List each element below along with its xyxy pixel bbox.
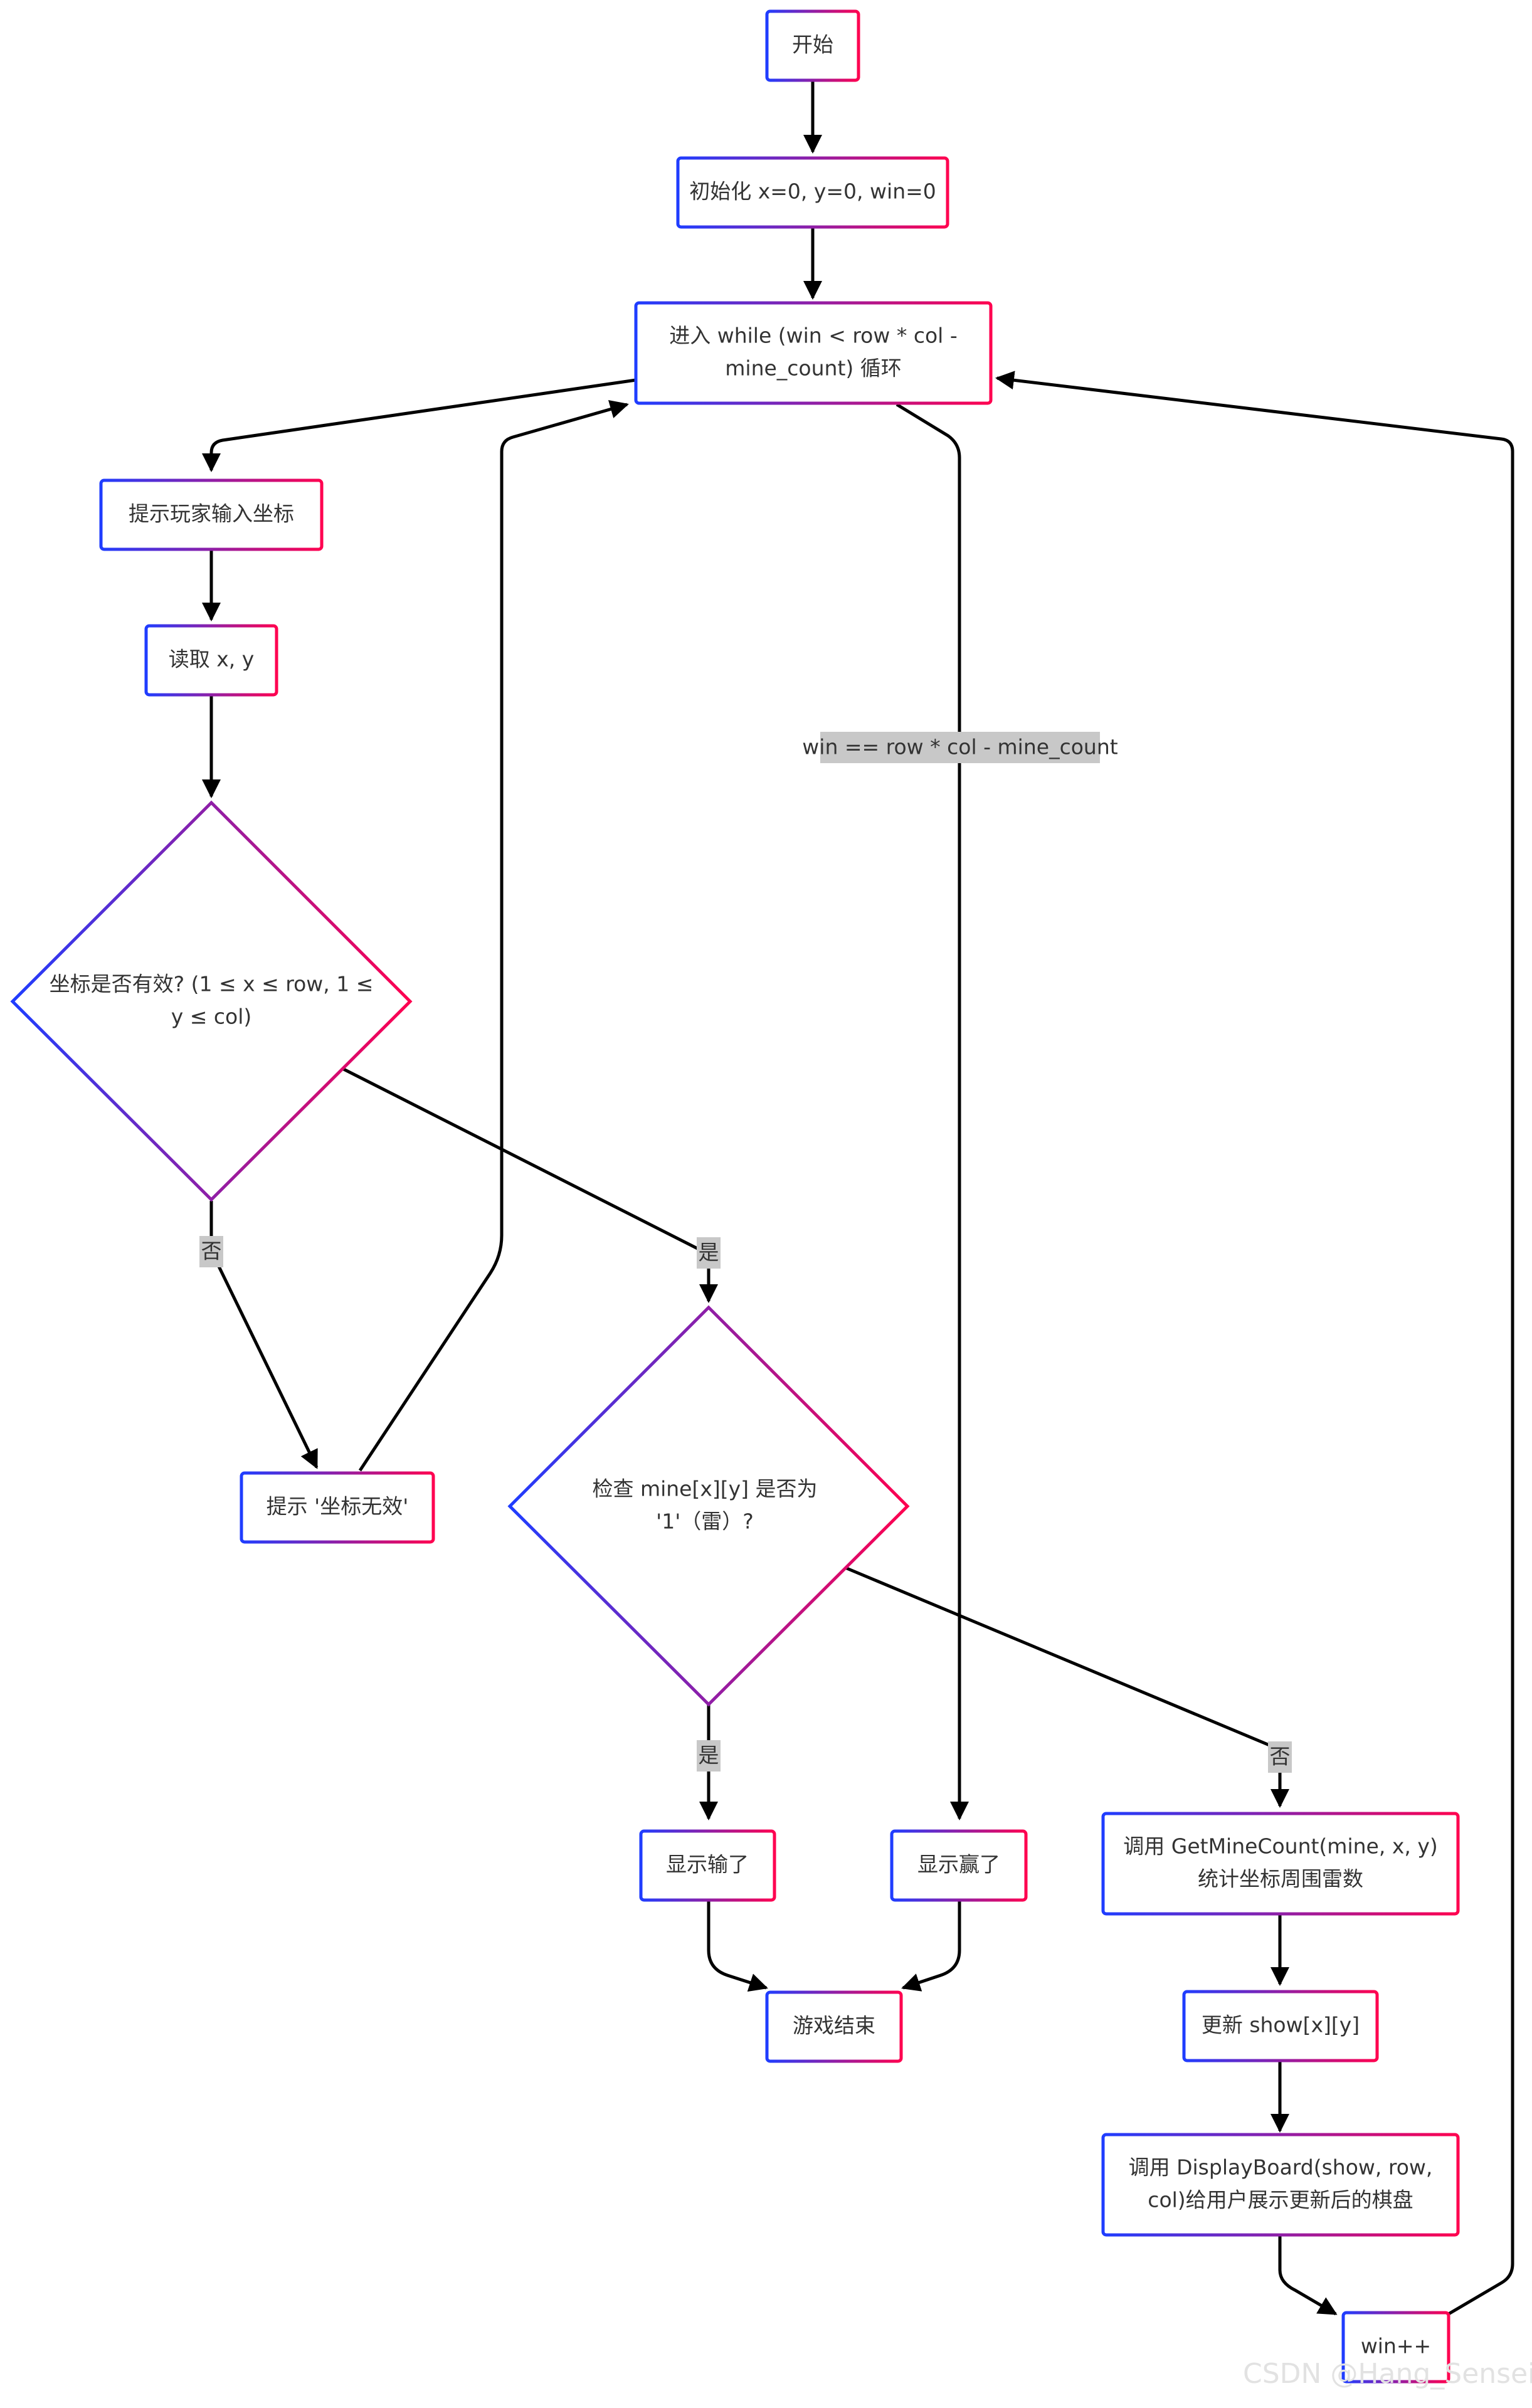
svg-text:坐标是否有效? (1 ≤ x ≤ row, 1 ≤: 坐标是否有效? (1 ≤ x ≤ row, 1 ≤ bbox=[50, 972, 374, 996]
edge-loop-to-prompt bbox=[202, 378, 637, 472]
node-prompt-input: 提示玩家输入坐标 bbox=[99, 478, 324, 551]
edge-valid-no-to-invalid bbox=[209, 1201, 319, 1469]
svg-text:调用 GetMineCount(mine, x, y): 调用 GetMineCount(mine, x, y) bbox=[1123, 1834, 1437, 1859]
edge-check-no-to-count bbox=[845, 1566, 1289, 1808]
node-read-xy: 读取 x, y bbox=[144, 624, 278, 697]
svg-text:读取 x, y: 读取 x, y bbox=[169, 647, 255, 672]
svg-text:游戏结束: 游戏结束 bbox=[793, 2014, 875, 2038]
edge-label-valid-no: 否 bbox=[201, 1239, 222, 1264]
svg-text:检查 mine[x][y] 是否为: 检查 mine[x][y] 是否为 bbox=[592, 1477, 817, 1501]
node-game-over: 游戏结束 bbox=[765, 1990, 903, 2063]
edge-label-check-no: 否 bbox=[1270, 1745, 1291, 1769]
svg-text:'1'（雷）?: '1'（雷）? bbox=[656, 1509, 754, 1534]
svg-text:初始化 x=0, y=0, win=0: 初始化 x=0, y=0, win=0 bbox=[689, 179, 936, 204]
svg-text:提示玩家输入坐标: 提示玩家输入坐标 bbox=[129, 502, 294, 526]
edge-label-win-condition: win == row * col - mine_count bbox=[802, 735, 1117, 759]
edge-label-valid-yes: 是 bbox=[699, 1240, 719, 1265]
svg-text:显示输了: 显示输了 bbox=[666, 1852, 749, 1877]
edge-display-to-incr bbox=[1278, 2234, 1338, 2316]
edge-invalid-to-loop bbox=[358, 399, 629, 1472]
node-display-board: 调用 DisplayBoard(show, row, col)给用户展示更新后的… bbox=[1101, 2133, 1460, 2237]
node-start: 开始 bbox=[765, 9, 860, 82]
svg-text:统计坐标周围雷数: 统计坐标周围雷数 bbox=[1198, 1867, 1363, 1891]
node-win-increment: win++ bbox=[1341, 2311, 1450, 2384]
node-update-show: 更新 show[x][y] bbox=[1182, 1990, 1379, 2062]
edge-lose-to-end bbox=[707, 1900, 768, 1992]
node-show-win: 显示赢了 bbox=[890, 1829, 1028, 1902]
edge-labels: win == row * col - mine_count 否 是 是 否 bbox=[199, 732, 1292, 1773]
edge-win-to-end bbox=[901, 1900, 961, 1992]
svg-text:更新 show[x][y]: 更新 show[x][y] bbox=[1202, 2013, 1360, 2037]
watermark: CSDN @Hang_Sensei bbox=[1243, 2358, 1532, 2390]
svg-text:开始: 开始 bbox=[792, 33, 833, 57]
edge-valid-yes-to-check bbox=[342, 1067, 718, 1303]
svg-text:col)给用户展示更新后的棋盘: col)给用户展示更新后的棋盘 bbox=[1148, 2188, 1413, 2212]
edge-incr-to-loop bbox=[995, 371, 1514, 2316]
node-init: 初始化 x=0, y=0, win=0 bbox=[676, 156, 949, 229]
edge-label-check-yes: 是 bbox=[699, 1743, 719, 1768]
edges bbox=[202, 80, 1514, 2316]
node-invalid-coord: 提示 '坐标无效' bbox=[240, 1471, 435, 1544]
svg-text:提示 '坐标无效': 提示 '坐标无效' bbox=[267, 1494, 409, 1519]
nodes: 开始 初始化 x=0, y=0, win=0 进入 while (win < r… bbox=[10, 9, 1460, 2384]
edge-loop-to-win bbox=[895, 403, 969, 1820]
svg-text:调用 DisplayBoard(show, row,: 调用 DisplayBoard(show, row, bbox=[1129, 2155, 1433, 2180]
svg-text:进入 while (win < row * col -: 进入 while (win < row * col - bbox=[669, 324, 958, 348]
node-get-mine-count: 调用 GetMineCount(mine, x, y) 统计坐标周围雷数 bbox=[1101, 1812, 1460, 1916]
svg-text:win++: win++ bbox=[1361, 2334, 1431, 2358]
svg-text:显示赢了: 显示赢了 bbox=[917, 1852, 1000, 1877]
node-check-mine-decision: 检查 mine[x][y] 是否为 '1'（雷）? bbox=[507, 1305, 910, 1707]
node-while-loop: 进入 while (win < row * col - mine_count) … bbox=[634, 301, 993, 405]
node-valid-decision: 坐标是否有效? (1 ≤ x ≤ row, 1 ≤ y ≤ col) bbox=[10, 800, 413, 1202]
node-show-lose: 显示输了 bbox=[639, 1829, 776, 1902]
svg-text:mine_count) 循环: mine_count) 循环 bbox=[725, 356, 902, 381]
svg-text:y ≤ col): y ≤ col) bbox=[171, 1005, 252, 1029]
